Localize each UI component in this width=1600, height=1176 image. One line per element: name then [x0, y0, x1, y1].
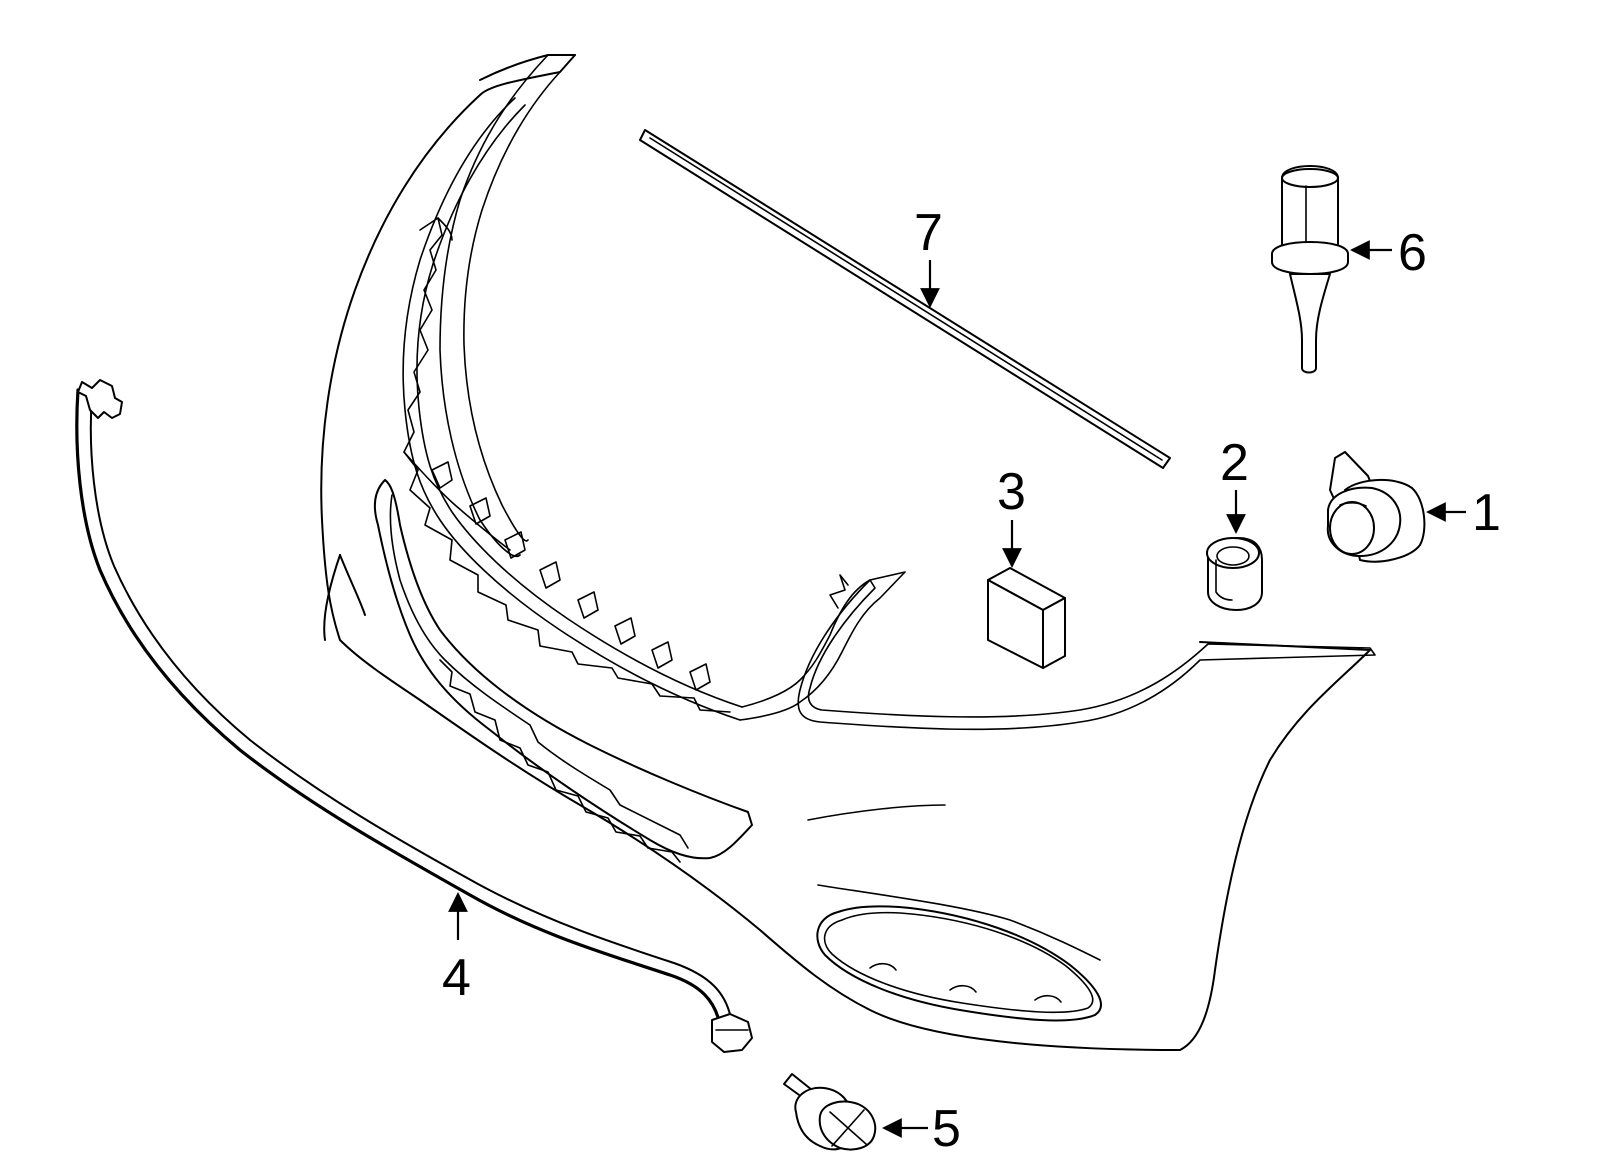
callout-4: 4: [442, 892, 471, 1007]
callout-2-label: 2: [1220, 434, 1249, 492]
callout-6: 6: [1350, 224, 1427, 282]
bumper-cover: [320, 54, 1376, 1051]
control-module-part: [987, 567, 1066, 669]
molding-strip-part: [639, 129, 1171, 469]
temp-sensor-part: [1271, 165, 1349, 374]
callout-7-label: 7: [914, 204, 943, 262]
callout-5-label: 5: [932, 1100, 961, 1158]
callout-6-label: 6: [1398, 224, 1427, 282]
callout-1: 1: [1426, 484, 1501, 542]
callout-1-label: 1: [1472, 484, 1501, 542]
retainer-ring-part: [1206, 537, 1263, 611]
push-pin-part: [783, 1073, 877, 1151]
callout-4-label: 4: [442, 949, 471, 1007]
wiring-harness-part: [75, 379, 753, 1053]
callout-3-label: 3: [997, 463, 1026, 521]
park-sensor-part: [1326, 451, 1426, 563]
callout-7: 7: [914, 204, 943, 308]
callout-3: 3: [997, 463, 1026, 568]
callout-5: 5: [882, 1100, 961, 1158]
callout-2: 2: [1220, 434, 1249, 534]
